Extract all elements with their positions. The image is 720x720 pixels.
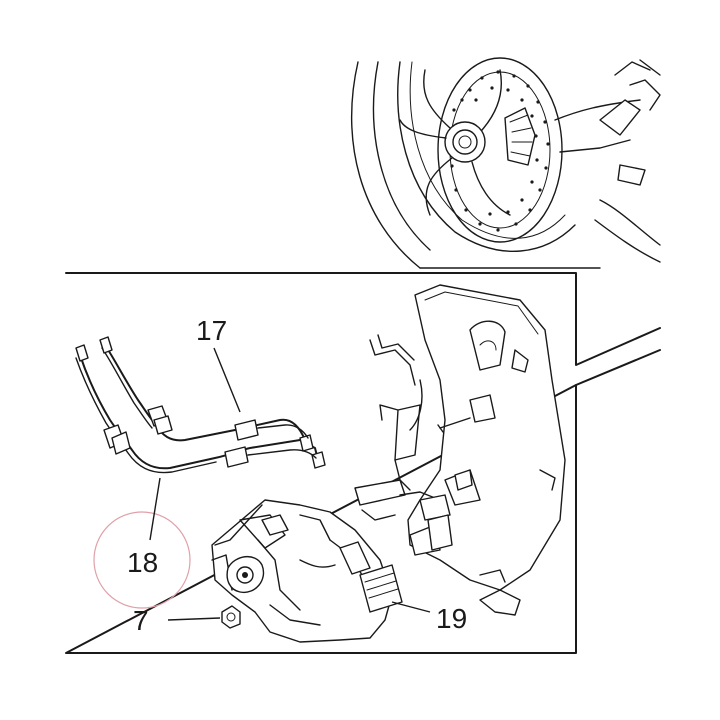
callout-18: 18: [127, 547, 158, 578]
rear-wheel-overview: [350, 57, 661, 269]
mounting-bracket: [354, 284, 566, 616]
callout-7: 7: [133, 605, 149, 636]
brake-pipes: [75, 336, 326, 474]
callout-17: 17: [196, 315, 227, 346]
abs-modulator-unit: [211, 499, 403, 643]
callout-19: 19: [436, 603, 467, 634]
highlight-circle-18: [93, 511, 191, 609]
leader-lines: [149, 347, 431, 621]
